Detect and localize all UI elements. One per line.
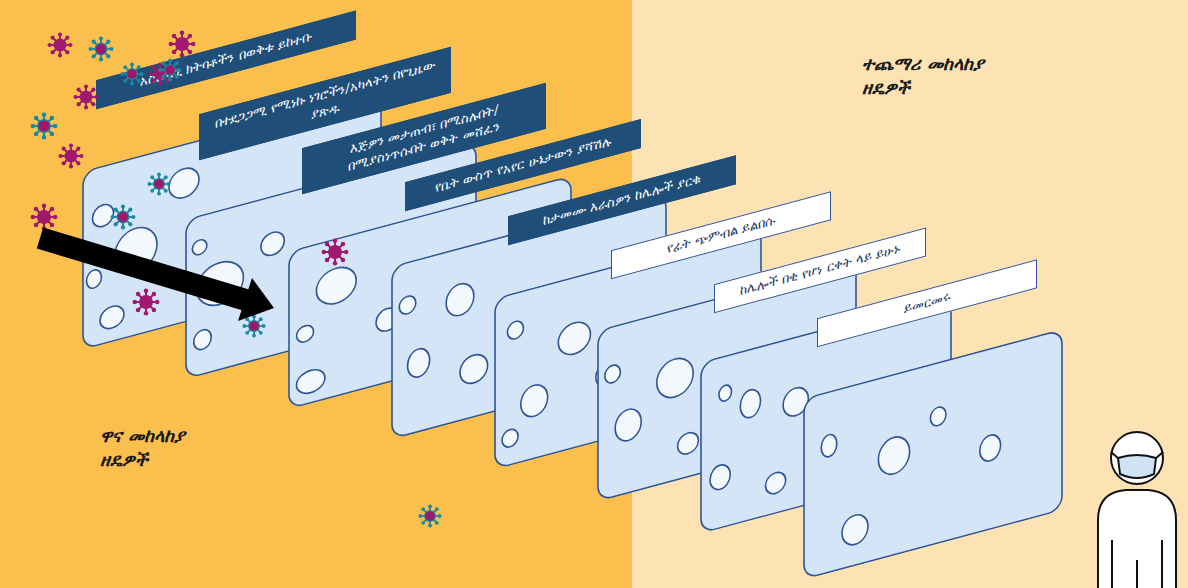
transmission-arrow [40, 238, 274, 321]
slice-hole [399, 294, 416, 316]
person-figure [1098, 432, 1176, 588]
virus-icon [242, 314, 265, 337]
slice-body [803, 328, 1063, 580]
slice-hole [115, 222, 157, 276]
virus-icon [147, 172, 170, 195]
slice-hole [678, 430, 699, 456]
slice-hole [169, 164, 199, 201]
virus-icon [148, 62, 171, 85]
mask-strap [1111, 452, 1119, 459]
person-head [1111, 432, 1163, 484]
slice-surface [804, 329, 1062, 578]
virus-icon [74, 85, 99, 110]
face-mask [1118, 455, 1156, 478]
arrow-head [238, 278, 274, 321]
virus-icon [322, 239, 349, 266]
virus-group [31, 31, 442, 528]
slice-hole [740, 387, 760, 420]
slice-hole [615, 406, 641, 444]
slice-hole [657, 354, 693, 402]
additional-band [632, 0, 1188, 588]
slice-hole [297, 367, 325, 397]
slice-hole [766, 470, 786, 496]
slice-hole [100, 303, 124, 331]
slice-hole [821, 432, 837, 458]
band-label: ዋና መከላከያ ዘዴዎች [100, 424, 220, 473]
slice-hole [261, 230, 284, 259]
arrow-shaft [40, 238, 246, 300]
mask-strap [1155, 452, 1163, 459]
virus-icon [418, 504, 441, 527]
person-body [1098, 490, 1176, 588]
slice-hole [316, 263, 356, 309]
slice-hole [446, 280, 474, 319]
band-label: ተጨማሪ መከላከያ ዘዴዎች [862, 52, 1012, 101]
slice-hole [719, 383, 732, 402]
virus-icon [111, 205, 136, 230]
slice-hole [93, 202, 114, 229]
slice-hole [507, 319, 523, 341]
virus-icon [31, 204, 58, 231]
virus-icon [120, 62, 143, 85]
slice-hole [710, 462, 730, 492]
slice-hole [297, 324, 314, 344]
virus-icon [169, 31, 196, 58]
virus-icon [31, 113, 58, 140]
virus-icon [59, 144, 84, 169]
slice-hole [502, 427, 518, 449]
virus-icon [48, 33, 73, 58]
virus-icon [89, 37, 114, 62]
slice-hole [980, 432, 1001, 463]
slice-hole [521, 382, 548, 420]
slice-hole [192, 238, 207, 256]
slice-hole [842, 512, 868, 548]
slice-hole [878, 433, 909, 478]
slice-hole [194, 328, 212, 352]
slice-hole [605, 363, 621, 384]
slice-hole [197, 257, 244, 311]
slice-hole [930, 405, 946, 427]
virus-icon [158, 58, 181, 81]
slice-hole [460, 352, 488, 387]
slice-hole [87, 268, 102, 290]
slice-hole [558, 319, 590, 359]
slice-hole [408, 346, 430, 380]
virus-icon [133, 289, 160, 316]
